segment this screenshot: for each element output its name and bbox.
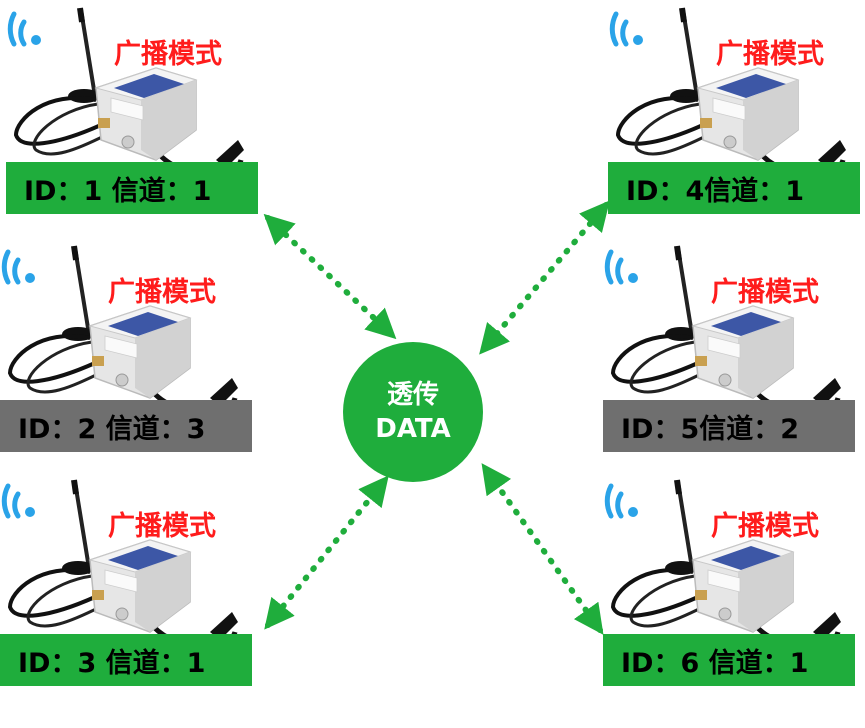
sensor-device-image xyxy=(610,245,841,415)
mode-label: 广播模式 xyxy=(711,511,819,542)
mode-label: 广播模式 xyxy=(716,39,824,70)
data-hub: 透传 DATA xyxy=(343,342,483,482)
wifi-icon xyxy=(604,249,638,285)
node-id-channel-label: ID：2 信道：3 xyxy=(0,400,252,452)
node-id-channel-label: ID：3 信道：1 xyxy=(0,634,252,686)
device-node-6: 广播模式 ID：6 信道：1 xyxy=(603,472,863,687)
wifi-icon xyxy=(7,11,41,47)
wifi-icon xyxy=(604,483,638,519)
mode-label: 广播模式 xyxy=(711,277,819,308)
wifi-icon xyxy=(1,249,35,285)
mode-label: 广播模式 xyxy=(108,277,216,308)
node-id-channel-label: ID：4信道：1 xyxy=(608,162,860,214)
mode-label: 广播模式 xyxy=(108,511,216,542)
link-node-4 xyxy=(479,200,610,355)
sensor-device-image xyxy=(615,7,846,177)
node-id-channel-label: ID：5信道：2 xyxy=(603,400,855,452)
device-node-2: 广播模式 ID：2 信道：3 xyxy=(0,238,260,453)
device-node-4: 广播模式 ID：4信道：1 xyxy=(608,0,865,215)
link-node-1 xyxy=(263,213,397,340)
device-node-5: 广播模式 ID：5信道：2 xyxy=(603,238,863,453)
wifi-icon xyxy=(1,483,35,519)
device-node-3: 广播模式 ID：3 信道：1 xyxy=(0,472,260,687)
hub-line-2: DATA xyxy=(375,414,451,444)
node-id-channel-label: ID：1 信道：1 xyxy=(6,162,258,214)
node-id-channel-label: ID：6 信道：1 xyxy=(603,634,855,686)
hub-line-1: 透传 xyxy=(386,380,439,410)
device-node-1: 广播模式 ID：1 信道：1 xyxy=(6,0,266,215)
wifi-icon xyxy=(609,11,643,47)
sensor-device-image xyxy=(7,245,238,415)
mode-label: 广播模式 xyxy=(114,39,222,70)
link-node-3 xyxy=(264,475,389,630)
sensor-device-image xyxy=(13,7,244,177)
sensor-device-image xyxy=(610,479,841,649)
link-node-6 xyxy=(481,463,604,635)
